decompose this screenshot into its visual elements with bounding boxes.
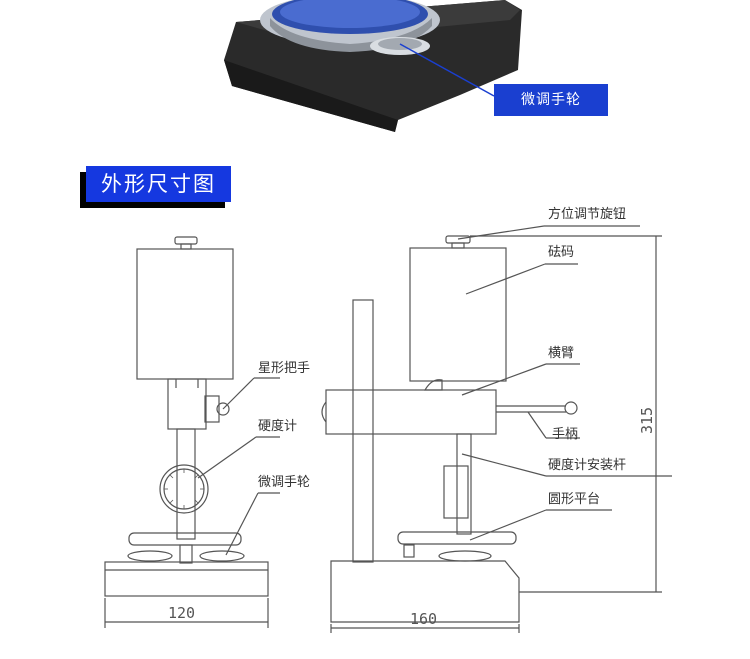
label-azimuth-knob: 方位调节旋钮 <box>548 206 626 222</box>
label-round-platform: 圆形平台 <box>548 492 600 507</box>
photo-callout-label: 微调手轮 <box>494 84 608 116</box>
label-cross-arm: 横臂 <box>548 346 574 361</box>
left-view <box>104 236 280 628</box>
right-post <box>352 299 374 563</box>
left-gauge <box>159 464 209 514</box>
right-mount-rod <box>456 433 472 535</box>
label-star-handle: 星形把手 <box>258 361 310 376</box>
right-cross-arm <box>325 389 497 435</box>
dim-right-height: 315 <box>638 407 656 434</box>
left-base <box>104 561 269 597</box>
left-top-knob <box>174 236 198 245</box>
dim-left-width: 120 <box>168 604 195 622</box>
right-weight <box>409 247 507 382</box>
left-star-handle <box>216 402 230 416</box>
left-weight <box>136 248 234 380</box>
right-view <box>321 225 672 633</box>
left-fine-wheel <box>127 550 173 562</box>
right-platform <box>397 531 517 545</box>
right-base <box>330 560 520 623</box>
label-gauge: 硬度计 <box>258 418 297 434</box>
right-azimuth-knob <box>445 235 471 244</box>
label-handle: 手柄 <box>552 427 578 442</box>
right-handle-ball <box>564 401 578 415</box>
product-photo <box>0 0 522 150</box>
right-gauge-body <box>443 465 469 519</box>
section-title: 外形尺寸图 <box>86 166 231 202</box>
label-weight: 砝码 <box>548 245 574 260</box>
label-fine-wheel: 微调手轮 <box>258 475 310 490</box>
label-mount-rod: 硬度计安装杆 <box>548 457 626 473</box>
dim-right-width: 160 <box>410 610 437 628</box>
